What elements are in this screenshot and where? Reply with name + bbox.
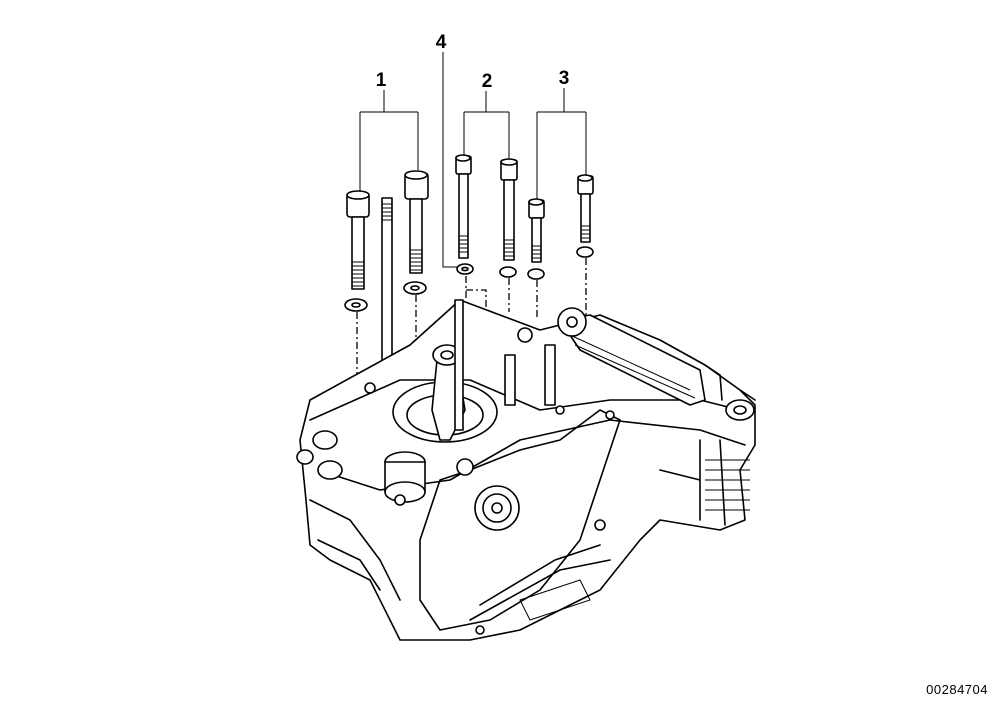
callout-4[interactable]: 4 — [436, 32, 458, 268]
callout-3[interactable]: 3 — [536, 68, 587, 200]
bolt-2a — [455, 154, 472, 259]
leader-line-4 — [442, 52, 458, 268]
bolt-1b — [403, 170, 429, 350]
washer-4 — [456, 263, 487, 312]
bolt-3b — [576, 174, 594, 318]
callout-label-1: 1 — [376, 70, 387, 91]
leader-bracket-2 — [463, 91, 510, 160]
leader-bracket-3 — [536, 88, 587, 200]
bolt-1a — [344, 190, 370, 402]
crankcase-housing — [296, 299, 756, 641]
callout-label-4: 4 — [436, 32, 447, 53]
leader-bracket-1 — [359, 90, 419, 198]
bolt-2b — [499, 158, 518, 312]
callout-1[interactable]: 1 — [359, 70, 419, 198]
callout-label-3: 3 — [559, 68, 570, 89]
bolt-3a — [527, 198, 545, 318]
callout-2[interactable]: 2 — [463, 71, 510, 160]
document-number: 00284704 — [926, 682, 988, 697]
callout-label-2: 2 — [482, 71, 493, 92]
